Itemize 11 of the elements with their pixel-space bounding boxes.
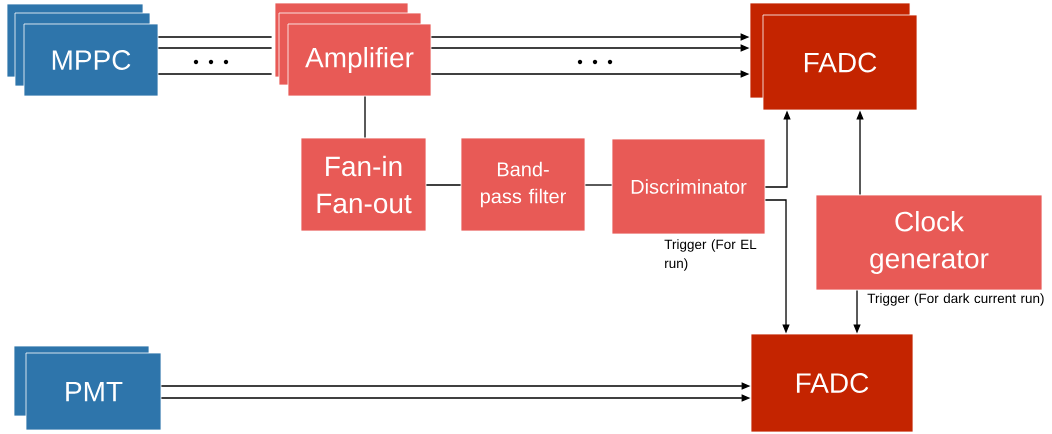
process-box: Clock generator bbox=[815, 194, 1043, 291]
stacked-box: MPPC bbox=[6, 3, 159, 97]
stacked-box: FADC bbox=[749, 2, 918, 111]
process-box: FADC bbox=[750, 333, 914, 433]
edge-label: Trigger (For dark current run) bbox=[866, 292, 1052, 307]
process-box: Discriminator bbox=[611, 138, 766, 235]
edge-label: Trigger (For EL run) bbox=[663, 238, 766, 272]
process-box: Band-pass filter bbox=[460, 137, 586, 232]
stacked-box: Amplifier bbox=[274, 2, 432, 97]
process-box: Fan-in Fan-out bbox=[300, 137, 427, 232]
stacked-box: PMT bbox=[13, 345, 162, 431]
